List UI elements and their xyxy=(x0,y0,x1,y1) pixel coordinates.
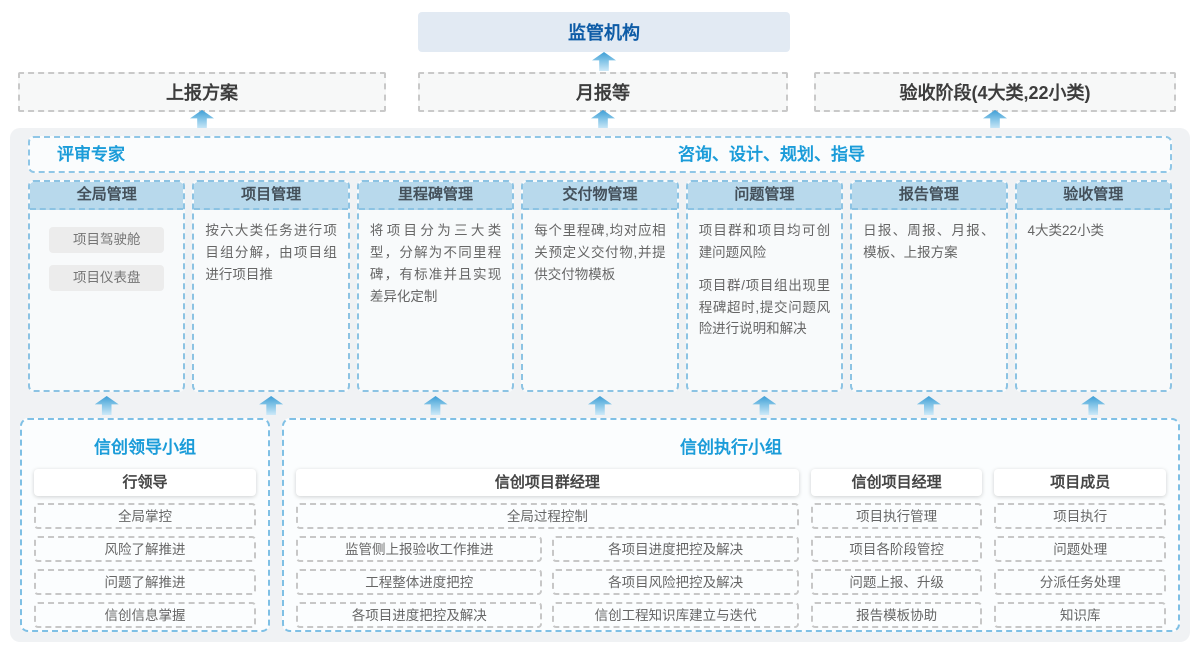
column-header: 里程碑管理 xyxy=(358,182,513,210)
column-paragraph: 4大类22小类 xyxy=(1027,223,1105,238)
feature-chip: 项目仪表盘 xyxy=(49,265,165,291)
up-arrow-icon xyxy=(591,110,615,129)
column-report-management: 报告管理 日报、周报、月报、模板、上报方案 xyxy=(850,180,1008,392)
management-columns: 全局管理 项目驾驶舱 项目仪表盘 项目管理 按六大类任务进行项目组分解，由项目组… xyxy=(28,180,1172,392)
role-box-project-member: 项目成员 xyxy=(994,469,1167,496)
role-box-project-manager: 信创项目经理 xyxy=(810,469,983,496)
output-box-acceptance-phase: 验收阶段(4大类,22小类) xyxy=(814,72,1176,112)
role-box-bank-leaders: 行领导 xyxy=(34,469,256,496)
up-arrow-icon xyxy=(190,110,214,129)
role-box-program-manager: 信创项目群经理 xyxy=(296,469,799,496)
consulting-title: 咨询、设计、规划、指导 xyxy=(678,145,865,164)
bottom-groups: 信创领导小组 行领导 全局掌控 风险了解推进 问题了解推进 信创信息掌握 信创执… xyxy=(20,418,1180,632)
execution-group: 信创执行小组 信创项目群经理 全局过程控制 监管侧上报验收工作推进 工程整体进度… xyxy=(282,418,1180,632)
column-body: 项目群和项目均可创建问题风险 项目群/项目组出现里程碑超时,提交问题风险进行说明… xyxy=(688,210,841,390)
duty-item: 问题上报、升级 xyxy=(810,569,983,595)
duty-item: 风险了解推进 xyxy=(34,536,256,562)
column-body: 将项目分为三大类型，分解为不同里程碑，有标准并且实现差异化定制 xyxy=(359,210,512,390)
program-manager-column: 信创项目群经理 全局过程控制 监管侧上报验收工作推进 工程整体进度把控 各项目进… xyxy=(296,469,799,628)
feature-chip: 项目驾驶舱 xyxy=(49,227,165,253)
duty-item: 分派任务处理 xyxy=(994,569,1167,595)
duty-item: 各项目进度把控及解决 xyxy=(552,536,799,562)
column-paragraph: 将项目分为三大类型，分解为不同里程碑，有标准并且实现差异化定制 xyxy=(369,223,502,304)
project-manager-column: 信创项目经理 项目执行管理 项目各阶段管控 问题上报、升级 报告模板协助 xyxy=(810,469,983,628)
column-issue-management: 问题管理 项目群和项目均可创建问题风险 项目群/项目组出现里程碑超时,提交问题风… xyxy=(685,180,844,392)
column-paragraph: 日报、周报、月报、模板、上报方案 xyxy=(863,223,995,260)
column-deliverable-management: 交付物管理 每个里程碑,均对应相关预定义交付物,并提供交付物模板 xyxy=(521,180,679,392)
column-body: 日报、周报、月报、模板、上报方案 xyxy=(852,210,1005,390)
duty-item: 各项目风险把控及解决 xyxy=(552,569,799,595)
duty-item: 工程整体进度把控 xyxy=(296,569,543,595)
output-box-monthly-report: 月报等 xyxy=(418,72,788,112)
up-arrow-icon xyxy=(752,396,777,415)
column-header: 交付物管理 xyxy=(523,182,677,210)
column-milestone-management: 里程碑管理 将项目分为三大类型，分解为不同里程碑，有标准并且实现差异化定制 xyxy=(356,180,515,392)
column-paragraph: 项目群/项目组出现里程碑超时,提交问题风险进行说明和解决 xyxy=(698,277,831,337)
program-manager-grid-right: 各项目进度把控及解决 各项目风险把控及解决 信创工程知识库建立与迭代 xyxy=(552,529,799,628)
column-body: 4大类22小类 xyxy=(1017,210,1170,390)
output-box-report-plan: 上报方案 xyxy=(18,72,386,112)
column-body: 按六大类任务进行项目组分解，由项目组进行项目推 xyxy=(194,210,347,390)
duty-item: 信创信息掌握 xyxy=(34,602,256,628)
program-manager-grid-left: 监管侧上报验收工作推进 工程整体进度把控 各项目进度把控及解决 xyxy=(296,529,543,628)
group-title: 信创领导小组 xyxy=(94,438,196,457)
duty-item: 项目执行 xyxy=(994,503,1167,529)
up-arrow-icon xyxy=(983,110,1007,129)
duty-item: 报告模板协助 xyxy=(810,602,983,628)
up-arrow-icon xyxy=(94,396,119,415)
column-paragraph: 按六大类任务进行项目组分解，由项目组进行项目推 xyxy=(205,223,337,282)
column-header: 项目管理 xyxy=(194,182,348,210)
duty-item: 问题处理 xyxy=(994,536,1167,562)
duty-item: 项目执行管理 xyxy=(810,503,983,529)
regulator-box: 监管机构 xyxy=(418,12,790,52)
up-arrow-icon xyxy=(259,396,284,415)
column-header: 全局管理 xyxy=(30,182,184,210)
duty-item: 全局掌控 xyxy=(34,503,256,529)
column-paragraph: 每个里程碑,均对应相关预定义交付物,并提供交付物模板 xyxy=(534,223,666,282)
column-body: 项目驾驶舱 项目仪表盘 xyxy=(30,210,183,390)
column-header: 验收管理 xyxy=(1016,182,1170,210)
column-project-management: 项目管理 按六大类任务进行项目组分解，由项目组进行项目推 xyxy=(192,180,350,392)
duty-item: 项目各阶段管控 xyxy=(810,536,983,562)
column-global-management: 全局管理 项目驾驶舱 项目仪表盘 xyxy=(28,180,186,392)
duty-item: 全局过程控制 xyxy=(296,503,799,529)
column-header: 问题管理 xyxy=(687,182,842,210)
group-title: 信创执行小组 xyxy=(680,438,782,457)
platform-container: 评审专家 咨询、设计、规划、指导 全局管理 项目驾驶舱 项目仪表盘 项目管理 按… xyxy=(10,128,1190,642)
column-body: 每个里程碑,均对应相关预定义交付物,并提供交付物模板 xyxy=(523,210,676,390)
up-arrow-icon xyxy=(592,52,616,71)
up-arrow-icon xyxy=(423,396,448,415)
column-acceptance-management: 验收管理 4大类22小类 xyxy=(1014,180,1172,392)
duty-item: 问题了解推进 xyxy=(34,569,256,595)
project-member-column: 项目成员 项目执行 问题处理 分派任务处理 知识库 xyxy=(994,469,1167,628)
duty-item: 信创工程知识库建立与迭代 xyxy=(552,602,799,628)
review-experts-title: 评审专家 xyxy=(57,145,125,164)
column-arrows xyxy=(28,396,1172,416)
program-manager-grid: 监管侧上报验收工作推进 工程整体进度把控 各项目进度把控及解决 各项目进度把控及… xyxy=(296,529,799,628)
up-arrow-icon xyxy=(587,396,612,415)
experts-strip: 评审专家 咨询、设计、规划、指导 xyxy=(28,136,1172,173)
duty-item: 监管侧上报验收工作推进 xyxy=(296,536,543,562)
leadership-group: 信创领导小组 行领导 全局掌控 风险了解推进 问题了解推进 信创信息掌握 xyxy=(20,418,270,632)
duty-item: 各项目进度把控及解决 xyxy=(296,602,543,628)
up-arrow-icon xyxy=(916,396,941,415)
execution-group-body: 信创项目群经理 全局过程控制 监管侧上报验收工作推进 工程整体进度把控 各项目进… xyxy=(296,469,1167,628)
column-paragraph: 项目群和项目均可创建问题风险 xyxy=(698,223,831,260)
column-header: 报告管理 xyxy=(852,182,1006,210)
duty-item: 知识库 xyxy=(994,602,1167,628)
up-arrow-icon xyxy=(1081,396,1106,415)
